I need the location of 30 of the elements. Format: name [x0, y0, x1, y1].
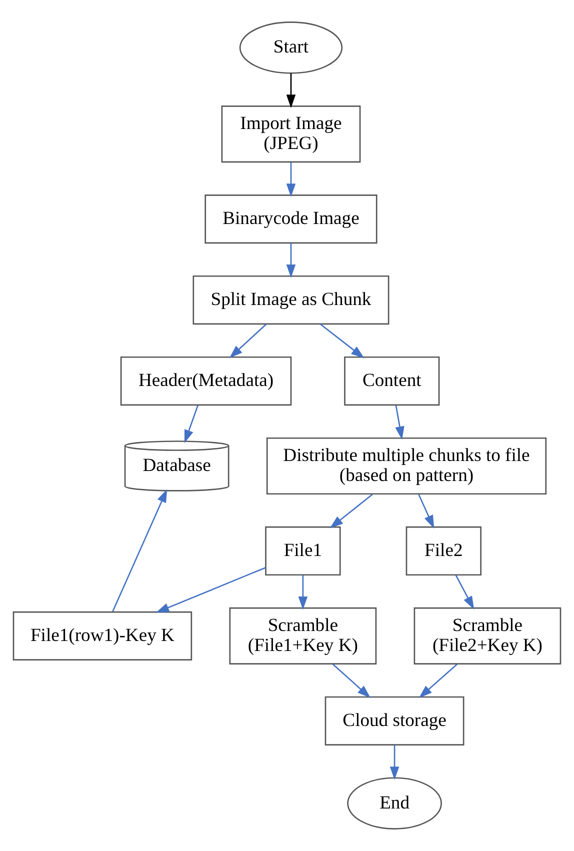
node-box: Header(Metadata) [120, 356, 292, 406]
arrow [286, 73, 296, 108]
node-ellipse: Start [239, 22, 343, 74]
arrow [184, 405, 198, 444]
node-box: Split Image as Chunk [192, 275, 390, 325]
node-box: Cloud storage [324, 696, 464, 746]
node-box: File1 [265, 526, 341, 576]
arrow [298, 575, 308, 610]
arrow [332, 664, 371, 698]
arrow [395, 405, 404, 440]
arrow [330, 494, 373, 528]
node-box: Scramble (File1+Key K) [229, 607, 377, 664]
arrow [156, 566, 266, 613]
node-box: File1(row1)-Key K [12, 611, 192, 660]
arrow [229, 324, 267, 358]
arrow [418, 494, 434, 529]
arrow [320, 324, 364, 358]
node-box: File2 [406, 526, 482, 576]
node-box: Import Image (JPEG) [221, 106, 361, 163]
node-box: Binarycode Image [204, 194, 378, 244]
arrow [286, 243, 296, 278]
node-box: Scramble (File2+Key K) [414, 607, 562, 664]
node-box: Content [344, 356, 440, 406]
arrow [112, 489, 168, 612]
node-box: Distribute multiple chunks to file (based on pattern) [266, 437, 547, 495]
arrow [418, 664, 458, 698]
arrow [286, 162, 296, 197]
node-ellipse: End [347, 777, 442, 830]
arrow [455, 574, 474, 610]
arrow [390, 744, 400, 780]
